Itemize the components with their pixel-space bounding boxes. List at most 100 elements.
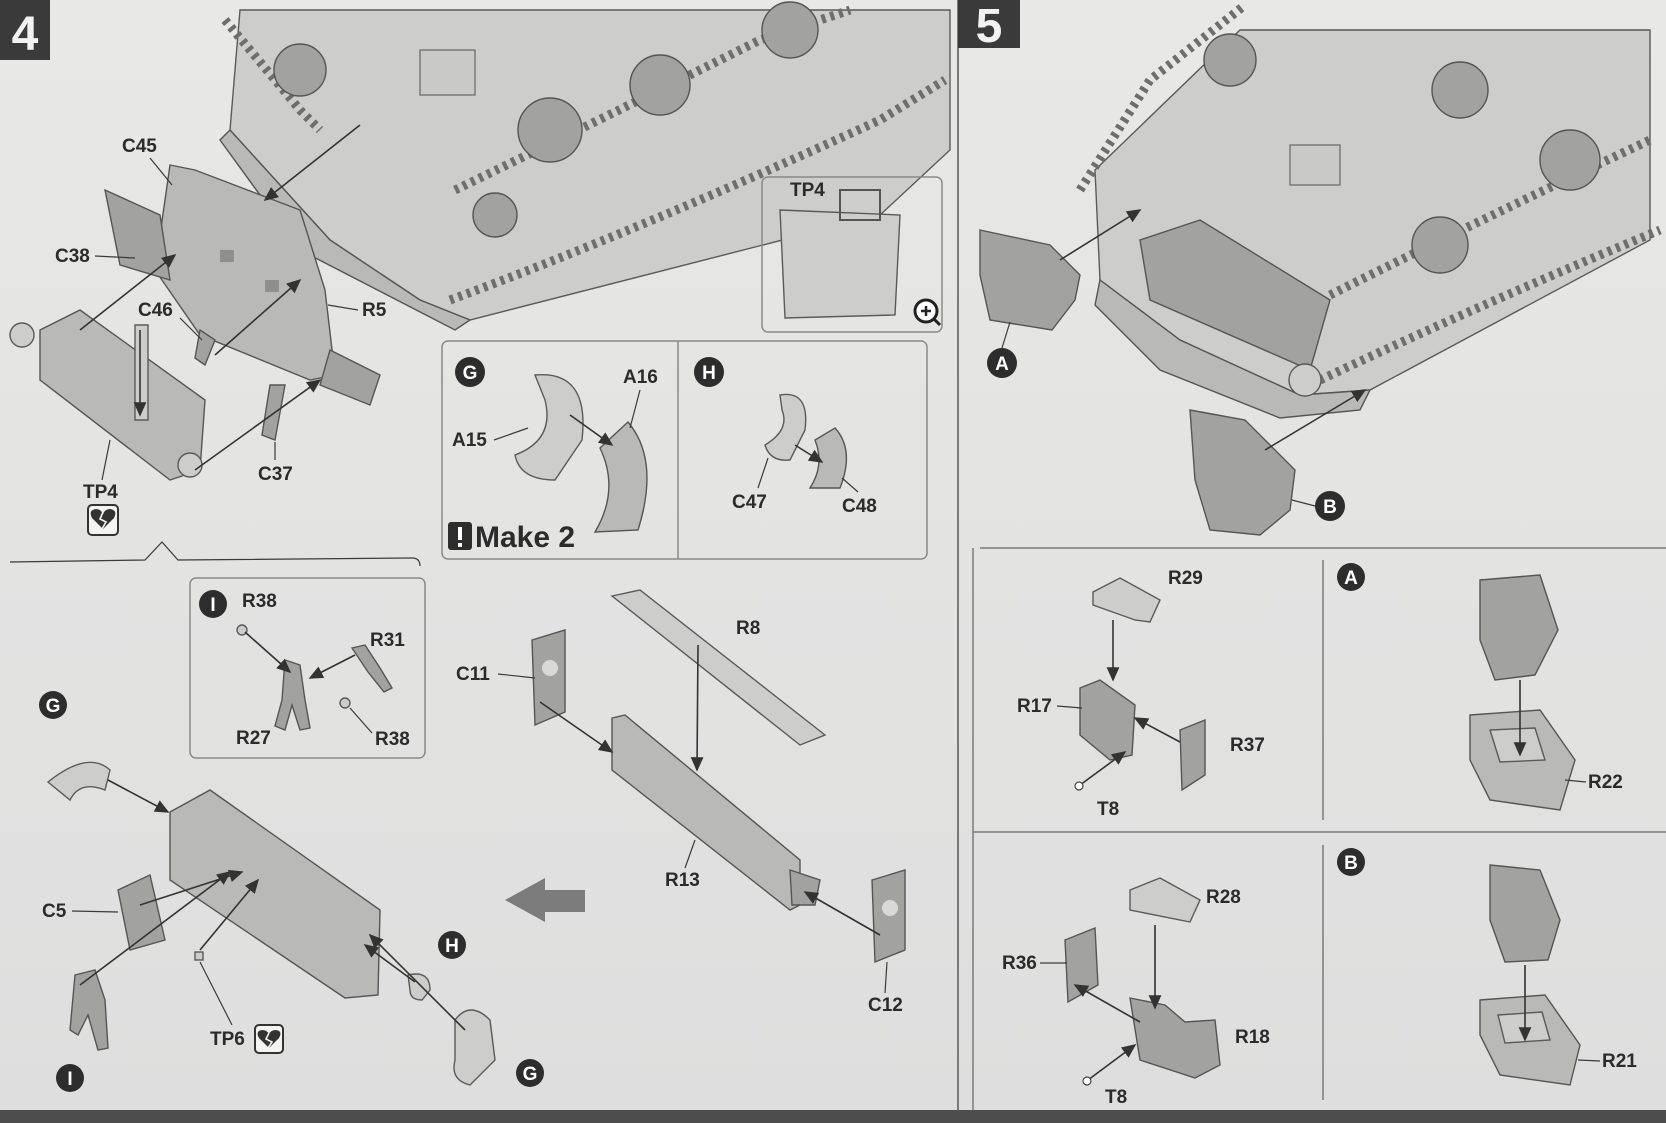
exhaust-elbow-G-left — [46, 761, 111, 802]
bracket-R18 — [1129, 997, 1221, 1079]
svg-text:4: 4 — [12, 8, 39, 61]
detail-I-marker-box: I — [199, 590, 227, 618]
label-R13: R13 — [665, 870, 700, 891]
part-R38-top — [236, 624, 248, 636]
label-C37: C37 — [258, 464, 293, 485]
svg-text:5: 5 — [976, 0, 1003, 53]
base-R22 — [1469, 709, 1576, 811]
pin-T8-bottom — [1082, 1076, 1092, 1086]
svg-text:I: I — [67, 1069, 72, 1090]
label-C45: C45 — [122, 136, 157, 157]
stowage-box-B-detail — [1489, 864, 1561, 963]
part-R38-bottom — [339, 697, 351, 709]
label-R21: R21 — [1602, 1051, 1637, 1072]
tp4-detail-inset: TP4 — [761, 176, 943, 333]
elbow-C47 — [764, 393, 807, 461]
plate-R29 — [1092, 577, 1161, 623]
detail-A-marker-grid: A — [1337, 563, 1365, 591]
detail-G-marker: G — [455, 357, 485, 387]
label-T8-bottom: T8 — [1105, 1087, 1127, 1108]
label-C48: C48 — [842, 496, 877, 517]
label-C5: C5 — [42, 901, 67, 922]
detail-I-marker-lower: I — [56, 1064, 84, 1092]
label-C38: C38 — [55, 246, 90, 267]
plate-C11 — [531, 629, 566, 727]
step-5-badge: 5 — [958, 0, 1020, 53]
base-R21 — [1479, 994, 1581, 1086]
svg-text:B: B — [1344, 853, 1358, 874]
part-R31 — [350, 644, 393, 693]
detail-G-marker-right: G — [516, 1059, 544, 1087]
plate-R36 — [1064, 926, 1099, 1004]
detail-H-marker: H — [694, 357, 724, 387]
plate-C12 — [871, 869, 906, 964]
svg-text:G: G — [463, 363, 478, 384]
plate-R8 — [610, 589, 827, 746]
pin-T8-top — [1074, 781, 1084, 791]
make-2-note: Make 2 — [475, 521, 575, 554]
label-TP4-inset: TP4 — [790, 180, 825, 201]
label-R18: R18 — [1235, 1027, 1270, 1048]
label-C11: C11 — [456, 664, 490, 685]
muffler-lower-assembly — [69, 789, 381, 1051]
detail-G-marker-left: G — [39, 691, 67, 719]
label-TP4: TP4 — [83, 482, 118, 503]
detail-B-marker-step5: B — [1315, 491, 1345, 521]
i-detail-box — [189, 577, 426, 759]
exhaust-elbow-H-right — [407, 973, 431, 1001]
page-bottom-border — [0, 1110, 1666, 1123]
stowage-box-A-detail — [1479, 574, 1559, 681]
label-T8-top: T8 — [1097, 799, 1119, 820]
stowage-box-A-step5 — [979, 229, 1081, 331]
label-C12: C12 — [868, 995, 903, 1016]
label-R5: R5 — [362, 300, 387, 321]
warning-icon — [448, 522, 472, 550]
label-R27: R27 — [236, 728, 271, 749]
step-4-badge: 4 — [0, 0, 50, 61]
svg-text:H: H — [702, 363, 716, 384]
label-R17: R17 — [1017, 696, 1052, 717]
detail-B-marker-grid: B — [1337, 848, 1365, 876]
subassembly-bracket — [9, 541, 421, 567]
label-R22: R22 — [1588, 772, 1623, 793]
bracket-R27 — [274, 659, 311, 731]
bracket-R17 — [1079, 679, 1136, 761]
rear-plate-assembly — [104, 164, 381, 406]
stowage-box-B-step5 — [1189, 409, 1296, 536]
hull-underside-step4 — [219, 1, 951, 331]
detail-A-marker-step5: A — [987, 348, 1017, 378]
label-R38-bottom: R38 — [375, 729, 410, 750]
broken-heart-icon — [254, 1024, 284, 1054]
detail-H-marker-lower: H — [438, 931, 466, 959]
label-TP6: TP6 — [210, 1029, 245, 1050]
label-R36: R36 — [1002, 953, 1037, 974]
label-C47: C47 — [732, 492, 767, 513]
svg-text:G: G — [46, 696, 61, 717]
plate-R28 — [1129, 877, 1201, 923]
muffler-box-step4 — [9, 309, 286, 481]
elbow-A15 — [514, 374, 584, 481]
elbow-A16 — [593, 420, 648, 533]
broken-heart-icon — [87, 504, 119, 536]
svg-text:B: B — [1323, 497, 1337, 518]
hull-underside-step5 — [1076, 1, 1662, 419]
svg-text:G: G — [523, 1064, 538, 1085]
label-A15: A15 — [452, 430, 487, 451]
svg-text:A: A — [995, 354, 1009, 375]
step5-detail-grid — [972, 547, 1666, 1110]
label-R28: R28 — [1206, 887, 1241, 908]
label-C46: C46 — [138, 300, 173, 321]
label-R31: R31 — [370, 630, 405, 651]
panel-R13 — [611, 714, 821, 911]
plate-R37 — [1179, 718, 1206, 792]
label-R37: R37 — [1230, 735, 1265, 756]
zoom-in-icon — [913, 298, 942, 327]
label-R8: R8 — [736, 618, 760, 639]
svg-text:I: I — [210, 595, 215, 616]
assembly-direction-arrow — [505, 878, 585, 922]
label-R29: R29 — [1168, 568, 1203, 589]
label-R38-top: R38 — [242, 591, 277, 612]
svg-text:H: H — [445, 936, 459, 957]
svg-text:A: A — [1344, 568, 1358, 589]
